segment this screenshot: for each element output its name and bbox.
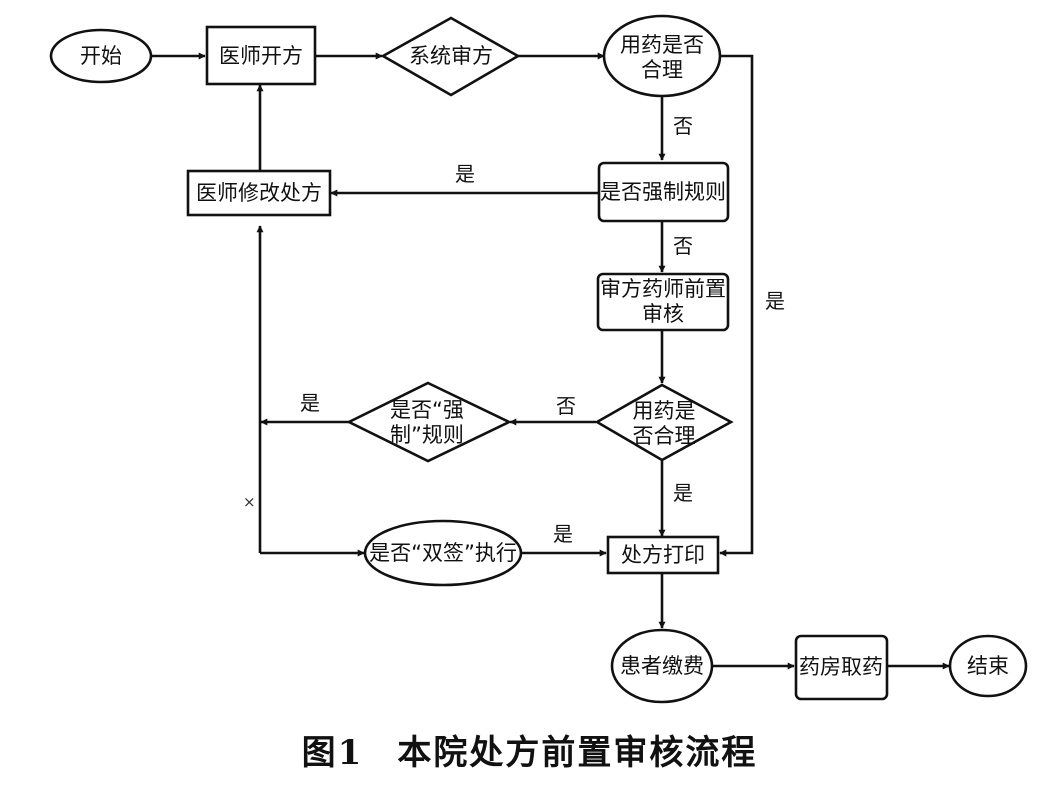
- rational-2-diamond: [594, 383, 734, 462]
- rational-2-label-line-2: 否合理: [633, 424, 696, 448]
- label-yes-rational-1: 是: [765, 289, 785, 313]
- figure-title: 本院处方前置审核流程: [397, 733, 758, 773]
- forced-rule-1-box: [597, 161, 730, 223]
- figure-number: 图1: [301, 733, 364, 773]
- end-ellipse: [948, 634, 1028, 698]
- node-doctor-prescribe: 医师开方: [205, 25, 317, 86]
- label-yes-double-sign: 是: [553, 522, 573, 546]
- double-sign-ellipse: [363, 519, 523, 587]
- node-end: 结束: [948, 634, 1028, 698]
- pharmacy-label: 药房取药: [799, 655, 883, 679]
- print-label: 处方打印: [621, 543, 705, 567]
- pharmacist-review-label-line-2: 审核: [642, 302, 684, 326]
- start-ellipse: [49, 28, 153, 84]
- node-double-sign: 是否“双签”执行: [363, 519, 523, 587]
- node-system-review: 系统审方: [380, 16, 521, 97]
- end-label: 结束: [967, 654, 1009, 678]
- payment-ellipse: [610, 628, 714, 704]
- doctor-prescribe-label: 医师开方: [219, 44, 303, 68]
- edge-rational-1-yes-to-print: [719, 54, 754, 557]
- start-label: 开始: [80, 44, 122, 68]
- rational-1-label-line-1: 用药是否: [620, 33, 704, 57]
- label-yes-rational-2: 是: [673, 481, 693, 505]
- doctor-modify-label: 医师修改处方: [196, 181, 322, 205]
- node-print: 处方打印: [606, 535, 720, 575]
- forced-rule-1-label: 是否强制规则: [600, 180, 726, 204]
- label-yes-forced-rule-1: 是: [455, 162, 475, 186]
- label-no-forced-rule-1: 否: [673, 234, 693, 258]
- doctor-modify-box: [186, 169, 332, 217]
- forced-rule-2-diamond: [346, 381, 512, 463]
- rational-1-ellipse: [602, 14, 722, 98]
- node-forced-rule-1: 是否强制规则: [597, 161, 730, 223]
- system-review-label: 系统审方: [409, 44, 493, 68]
- pharmacy-box: [794, 634, 889, 701]
- forced-rule-2-label-line-1: 是否“强: [390, 398, 464, 422]
- node-start: 开始: [49, 28, 153, 84]
- pharmacist-review-box: [596, 272, 730, 332]
- flowchart: 否 是 否 是 否 是 × 是 是 开始 医师开方 系统审方 用药是否 合理 是…: [49, 14, 1028, 704]
- node-forced-rule-2: 是否“强 制”规则: [346, 381, 512, 463]
- pharmacist-review-label-line-1: 审方药师前置: [600, 277, 726, 301]
- label-no-rational-2: 否: [556, 394, 576, 418]
- system-review-diamond: [380, 16, 521, 97]
- node-rational-2: 用药是 否合理: [594, 383, 734, 462]
- edge-labels: 否 是 否 是 否 是 × 是 是: [243, 114, 785, 546]
- payment-label: 患者缴费: [620, 654, 704, 678]
- edges: [152, 52, 950, 670]
- figure-caption: 图1 本院处方前置审核流程: [0, 725, 1059, 774]
- label-yes-forced-rule-2: 是: [300, 391, 320, 415]
- rational-1-label-line-2: 合理: [641, 58, 683, 82]
- double-sign-label: 是否“双签”执行: [369, 541, 517, 565]
- label-cross-mark: ×: [243, 493, 256, 511]
- label-no-rational-1: 否: [673, 114, 693, 138]
- node-pharmacy: 药房取药: [794, 634, 889, 701]
- print-box: [606, 535, 720, 575]
- doctor-prescribe-box: [205, 25, 317, 86]
- forced-rule-2-label-line-2: 制”规则: [390, 423, 464, 447]
- node-pharmacist-review: 审方药师前置 审核: [596, 272, 730, 332]
- node-payment: 患者缴费: [610, 628, 714, 704]
- node-doctor-modify: 医师修改处方: [186, 169, 332, 217]
- node-rational-1: 用药是否 合理: [602, 14, 722, 98]
- rational-2-label-line-1: 用药是: [633, 399, 696, 423]
